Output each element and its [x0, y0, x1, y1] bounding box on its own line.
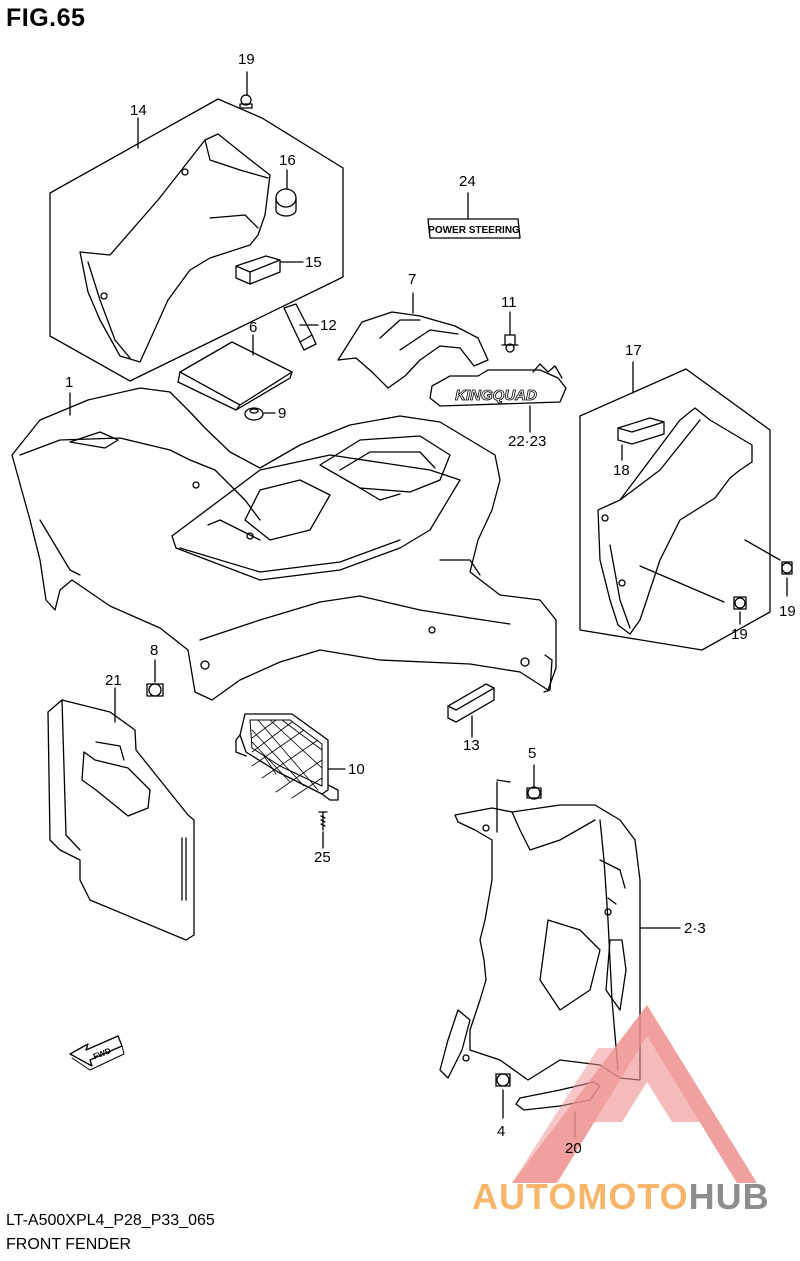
bolt-19c-shape [733, 596, 747, 610]
callout-15: 15 [305, 254, 322, 271]
decal-kingquad-border [429, 369, 567, 407]
callout-19-lower: 19 [731, 626, 748, 643]
callout-4: 4 [497, 1123, 506, 1140]
callout-19-top: 19 [238, 51, 255, 68]
bolt-4-shape [495, 1073, 511, 1087]
part-18-pad [617, 417, 665, 445]
callout-20: 20 [565, 1140, 582, 1157]
part-16-rubber [275, 188, 297, 217]
part-14-inner-panel [79, 133, 271, 363]
decal-24-border [427, 218, 521, 239]
part-14-group-box [49, 98, 344, 382]
watermark-text-a: AUTOMOTO [472, 1176, 689, 1217]
part-10-grille [235, 713, 339, 801]
part-17-inner-panel [597, 407, 753, 635]
figure-title: FIG.65 [6, 4, 86, 32]
callout-13: 13 [463, 737, 480, 754]
part-17-group-box [579, 368, 771, 651]
callout-7: 7 [408, 271, 417, 288]
watermark-triangle-icon [512, 1005, 757, 1183]
callout-17: 17 [625, 342, 642, 359]
callout-6: 6 [249, 319, 258, 336]
part-12-pad [283, 303, 317, 351]
fwd-arrow-icon [69, 1035, 125, 1071]
bolt-8-shape [146, 683, 164, 697]
part-7-cover [337, 311, 489, 389]
bolt-19a-shape [239, 94, 253, 109]
part-2-3-mudguard [454, 804, 641, 1081]
callout-19-right: 19 [779, 603, 796, 620]
callout-2-3: 2·3 [684, 920, 706, 937]
watermark-text: AUTOMOTOHUB [472, 1176, 770, 1218]
callout-18: 18 [613, 462, 630, 479]
callout-16: 16 [279, 152, 296, 169]
callout-10: 10 [348, 761, 365, 778]
screw-25-shape [318, 811, 328, 831]
decal-kingquad-text: KINGQUAD [455, 387, 537, 404]
diagram-caption: FRONT FENDER [6, 1236, 132, 1253]
part-13-pad [447, 683, 495, 723]
callout-11: 11 [501, 294, 517, 311]
bolt-11-shape [501, 334, 519, 353]
part-6-cover [177, 341, 293, 411]
callout-5: 5 [528, 745, 537, 762]
callout-24: 24 [459, 173, 476, 190]
callout-12: 12 [320, 317, 337, 334]
callout-8: 8 [150, 642, 159, 659]
callout-22-23: 22·23 [508, 433, 547, 450]
bolt-5-shape [526, 786, 542, 800]
decal-power-steering-text: POWER STEERING [428, 225, 520, 236]
callout-9: 9 [278, 405, 287, 422]
part-21-side-cover [47, 699, 195, 941]
grommet-9-shape [244, 407, 264, 421]
callout-1: 1 [65, 374, 74, 391]
part-15-pad [235, 255, 281, 285]
bolt-19b-shape [781, 561, 793, 575]
watermark-text-b: HUB [688, 1176, 770, 1217]
callout-14: 14 [130, 102, 147, 119]
diagram-code: LT-A500XPL4_P28_P33_065 [6, 1212, 215, 1229]
callout-21: 21 [105, 672, 122, 689]
callout-25: 25 [314, 849, 331, 866]
part-1-front-fender [11, 387, 557, 701]
